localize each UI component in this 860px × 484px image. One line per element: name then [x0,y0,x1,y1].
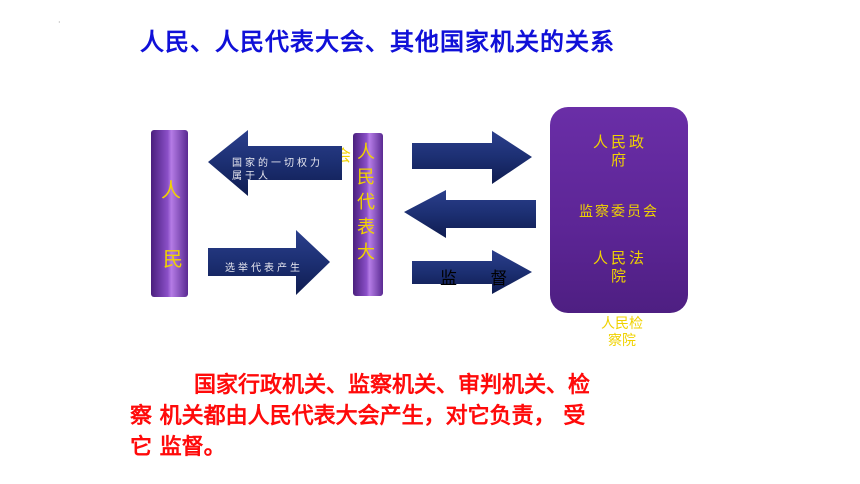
summary-line-3: 它 监督。 [130,435,226,460]
page-title: 人民、人民代表大会、其他国家机关的关系 [140,28,615,56]
people-char-1: 人 [161,178,181,202]
arrow-power [208,130,342,196]
state-organs-box [550,107,688,313]
arrow-elect-label: 选举代表产生 [225,263,303,274]
arrow-power-label: 国家的一切权力 属于人 [232,158,323,182]
people-bar [151,130,188,297]
arrow-npc-to-organs-top [412,131,532,184]
summary-line-1: 国家行政机关、监察机关、审判机关、检 [194,373,591,398]
summary-text: 国家行政机关、监察机关、审判机关、检 察 机关都由人民代表大会产生，对它负责， … [130,370,730,463]
arrow-organs-to-npc [404,190,536,238]
arrow-elect [208,230,330,295]
organ-court: 人民法院 [592,249,647,285]
npc-bar [353,133,383,296]
arrow-supervise [412,250,532,294]
organ-procuratorate: 人民检察院 [601,316,643,349]
supervise-label: 监 督 [440,269,522,289]
organ-supervisory: 监察委员会 [579,204,659,220]
npc-label: 人民代表大 [357,142,375,263]
summary-line-2: 察 机关都由人民代表大会产生，对它负责， 受 [130,404,586,429]
organ-government: 人民政府 [592,133,647,169]
people-char-2: 民 [163,247,183,271]
decorative-dot: · [58,18,61,27]
